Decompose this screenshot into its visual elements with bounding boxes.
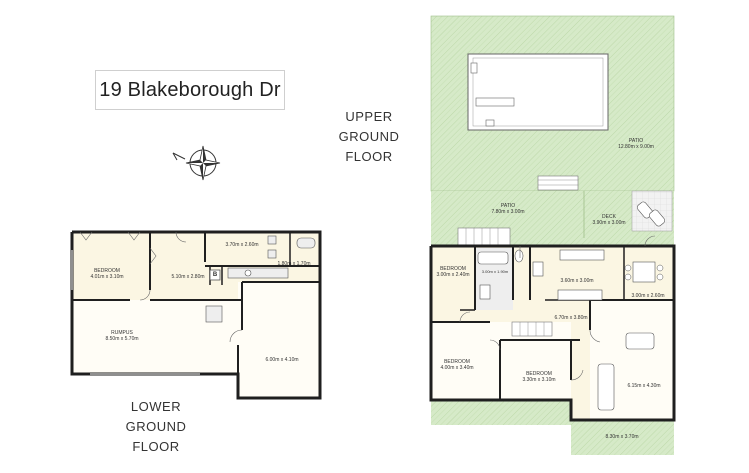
room-name: PATIO: [500, 203, 516, 209]
lower-b-mark: B: [212, 272, 218, 278]
upper-floor-label-line: FLOOR: [345, 149, 393, 164]
room-dims: 7.80m x 3.00m: [491, 209, 525, 215]
upper-floor-plan: [429, 15, 676, 455]
patio-bottom-label: 8.30m x 3.70m: [605, 434, 638, 440]
upper-floor-label: UPPER GROUND FLOOR: [330, 107, 408, 167]
room-name: BEDROOM: [94, 268, 120, 274]
room-dims: 4.00m x 3.40m: [440, 365, 474, 371]
upper-bedroom2-label: BEDROOM 4.00m x 3.40m: [440, 359, 473, 371]
room-dims: 3.00m x 2.60m: [631, 293, 665, 299]
lower-floor-label-line: GROUND FLOOR: [125, 419, 187, 454]
room-dims: 8.30m x 3.70m: [605, 434, 639, 440]
room-dims: 1.80m x 1.70m: [277, 261, 311, 267]
room-name: BEDROOM: [444, 359, 470, 365]
room-dims: 5.10m x 2.80m: [171, 274, 205, 280]
room-dims: 6.70m x 3.80m: [554, 315, 588, 321]
property-title: 19 Blakeborough Dr: [95, 70, 285, 110]
kitchen-label: 3.60m x 3.00m: [560, 278, 593, 284]
lower-bedroom-label: BEDROOM 4.01m x 3.10m: [90, 268, 123, 280]
patio-mid-label: PATIO 7.80m x 3.00m: [491, 203, 524, 215]
room-name: DECK: [602, 214, 616, 220]
upper-floor-label-line: UPPER: [345, 109, 393, 124]
deck-label: DECK 3.90m x 3.00m: [592, 214, 625, 226]
room-dims: 3.90m x 3.00m: [592, 220, 626, 226]
room-dims: 12.80m x 9.00m: [618, 144, 654, 150]
lower-floor-plan: [70, 230, 322, 400]
upper-floor-label-line: GROUND: [338, 129, 400, 144]
room-dims: 3.00m x 2.40m: [436, 272, 470, 278]
upper-bedroom3-label: BEDROOM 3.30m x 3.10m: [522, 371, 555, 383]
room-dims: 4.01m x 3.10m: [90, 274, 124, 280]
upper-bedroom1-label: BEDROOM 3.00m x 2.40m: [436, 266, 469, 278]
room-dims: 3.00m x 1.90m: [481, 269, 509, 274]
room-name: RUMPUS: [111, 330, 133, 336]
dining-label: 3.00m x 2.60m: [631, 293, 664, 299]
lower-floor-label: LOWER GROUND FLOOR: [100, 397, 212, 457]
upper-bath-label: 3.00m x 1.90m: [482, 269, 508, 275]
upper-hall-label: 6.70m x 3.80m: [554, 315, 587, 321]
lower-floor-label-line: LOWER: [130, 399, 182, 414]
patio-top-label: PATIO 12.80m x 9.00m: [618, 138, 654, 150]
lower-small-room-label: 1.80m x 1.70m: [277, 261, 310, 267]
room-dims: 3.60m x 3.00m: [560, 278, 594, 284]
garage-label: 6.00m x 4.10m: [265, 357, 298, 363]
room-name: BEDROOM: [440, 266, 466, 272]
room-name: PATIO: [628, 138, 644, 144]
room-name: BEDROOM: [526, 371, 552, 377]
room-dims: 6.00m x 4.10m: [265, 357, 299, 363]
room-dims: 6.15m x 4.30m: [627, 383, 661, 389]
compass-icon: [172, 145, 221, 181]
room-dims: 8.50m x 5.70m: [105, 336, 139, 342]
lower-laundry-label: 3.70m x 2.60m: [225, 242, 258, 248]
room-dims: 3.30m x 3.10m: [522, 377, 556, 383]
lower-hall-label: 5.10m x 2.80m: [171, 274, 204, 280]
rumpus-label: RUMPUS 8.50m x 5.70m: [105, 330, 138, 342]
room-dims: 3.70m x 2.60m: [225, 242, 259, 248]
living-label: 6.15m x 4.30m: [627, 383, 660, 389]
